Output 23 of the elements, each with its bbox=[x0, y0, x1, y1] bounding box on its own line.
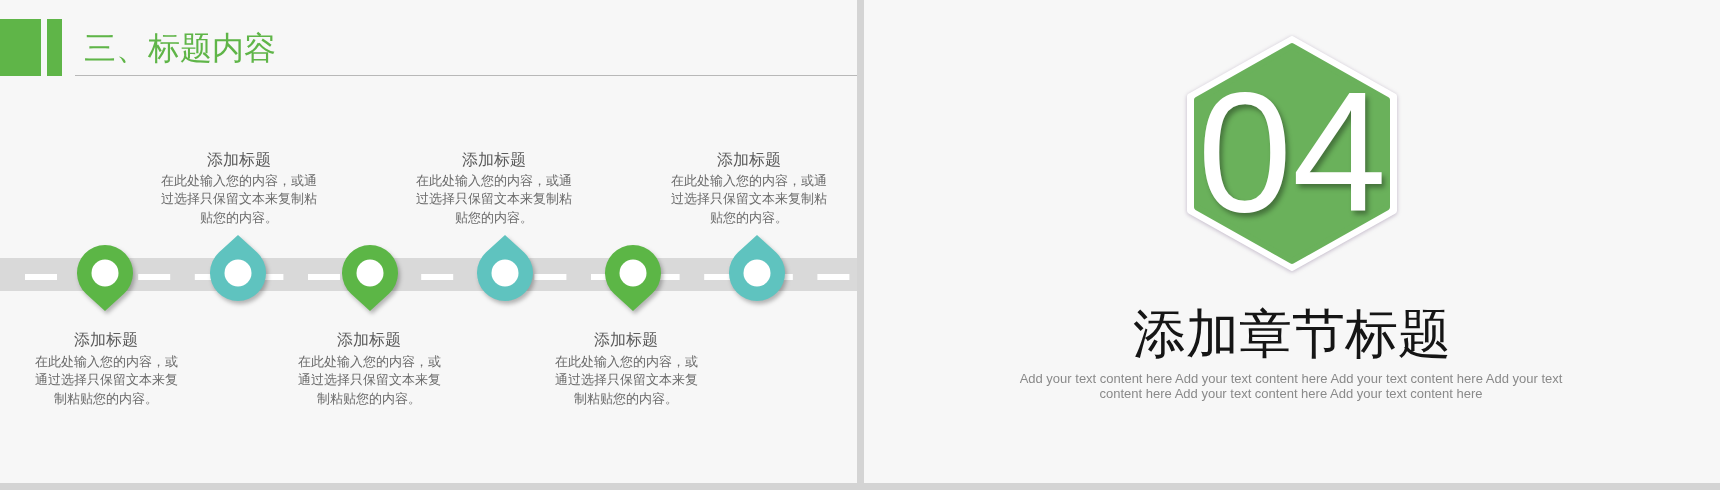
slide-title: 三、标题内容 bbox=[84, 32, 276, 64]
item-description: 在此处输入您的内容，或通过选择只保留文本来复制粘贴您的内容。 bbox=[159, 171, 318, 227]
map-pin bbox=[728, 234, 786, 302]
item-description: 在此处输入您的内容，或通过选择只保留文本来复制粘贴您的内容。 bbox=[553, 352, 699, 408]
item-description: 在此处输入您的内容，或通过选择只保留文本来复制粘贴您的内容。 bbox=[670, 171, 828, 227]
section-number: 04 bbox=[1196, 67, 1388, 237]
item-description: 在此处输入您的内容，或通过选择只保留文本来复制粘贴您的内容。 bbox=[33, 352, 179, 408]
hexagon bbox=[1186, 35, 1398, 272]
item-heading: 添加标题 bbox=[205, 151, 272, 169]
map-pin bbox=[341, 244, 399, 312]
item-heading: 添加标题 bbox=[73, 330, 139, 349]
map-pin bbox=[76, 244, 134, 312]
item-description: 在此处输入您的内容，或通过选择只保留文本来复制粘贴您的内容。 bbox=[415, 171, 573, 227]
section-heading: 添加章节标题 bbox=[1132, 306, 1452, 360]
map-pin bbox=[209, 234, 267, 302]
item-heading: 添加标题 bbox=[593, 330, 659, 349]
item-heading: 添加标题 bbox=[336, 330, 402, 349]
item-heading: 添加标题 bbox=[461, 151, 527, 169]
item-description: 在此处输入您的内容，或通过选择只保留文本来复制粘贴您的内容。 bbox=[296, 352, 442, 408]
map-pin bbox=[476, 234, 534, 302]
item-heading: 添加标题 bbox=[716, 151, 782, 169]
body-text: Add your text content here Add your text content here Add your text content here Add your text content here Add your text content here Add your text content here bbox=[1018, 370, 1564, 401]
map-pin bbox=[604, 244, 662, 312]
